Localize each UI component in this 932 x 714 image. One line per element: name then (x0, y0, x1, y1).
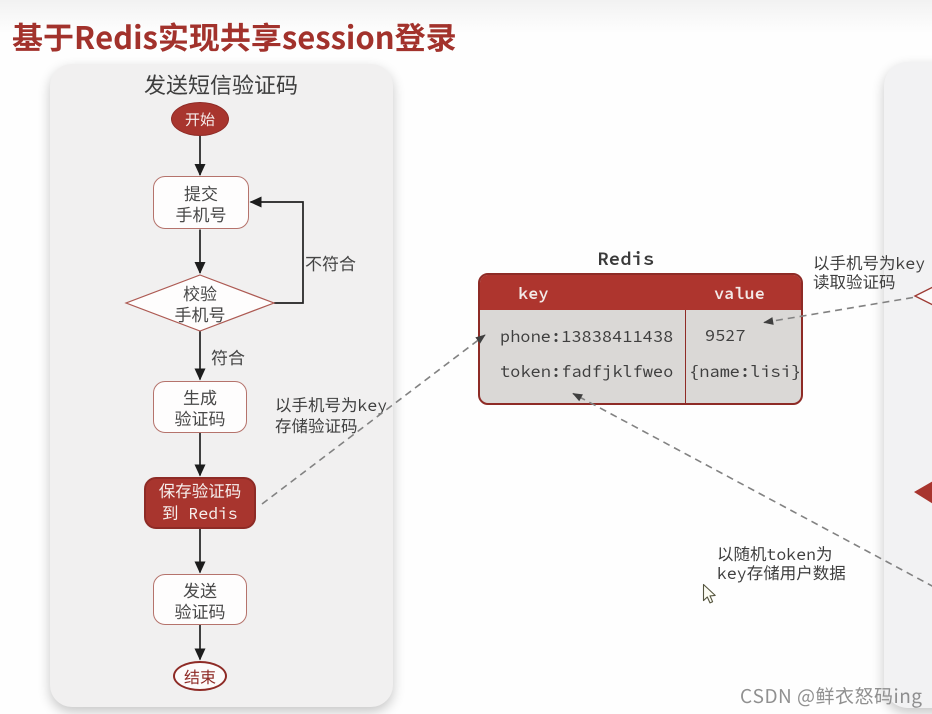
flow-node-end: 结束 (173, 661, 227, 691)
flow-node-generate-code: 生成 验证码 (153, 381, 247, 433)
flowchart-panel-title: 发送短信验证码 (143, 68, 298, 100)
slide-title: 基于Redis实现共享session登录 (12, 13, 457, 58)
mouse-cursor (702, 583, 716, 604)
dashed-store-user (572, 392, 932, 587)
flow-node-save-to-redis: 保存验证码 到 Redis (144, 477, 256, 529)
flow-arrows (194, 136, 304, 661)
flow-node-validate-phone: 校验 手机号 (174, 280, 226, 326)
top-shade-gradient (0, 0, 932, 34)
annotation-read-code: 以手机号为key 读取验证码 (813, 253, 926, 293)
redis-cell-phone-key: phone:13838411438 (500, 325, 674, 347)
dashed-connectors (261, 296, 932, 587)
redis-table-header: key value (480, 275, 801, 310)
redis-column-value: value (714, 282, 765, 304)
dashed-read-code (763, 296, 914, 325)
right-arrow-solid-tip (914, 481, 932, 504)
redis-table-title: Redis (597, 247, 655, 271)
redis-cell-token-key: token:fadfjklfweo (500, 360, 674, 382)
right-arrow-outline-tip (913, 286, 932, 306)
redis-cell-phone-value: 9527 (705, 324, 746, 346)
dashed-store-code (261, 334, 486, 505)
redis-cell-token-value: {name:lisi} (689, 360, 802, 382)
validate-phone-diamond (124, 274, 276, 332)
redis-table: key value phone:13838411438 9527 token:f… (478, 273, 803, 405)
redis-column-divider (684, 310, 686, 403)
edge-label-reject: 不符合 (305, 250, 356, 275)
flow-node-send-code: 发送 验证码 (153, 574, 247, 625)
right-flow-panel (884, 62, 932, 708)
csdn-watermark: CSDN @鲜衣怒码ing (740, 682, 923, 709)
flow-node-start: 开始 (171, 102, 229, 136)
annotation-store-user: 以随机token为 key存储用户数据 (717, 544, 846, 584)
arrow-reject-loop (249, 196, 304, 304)
edge-label-accept: 符合 (211, 344, 245, 369)
flow-node-submit-phone: 提交 手机号 (153, 176, 249, 229)
redis-column-key: key (518, 282, 549, 304)
annotation-store-code: 以手机号为key 存储验证码 (275, 395, 388, 437)
